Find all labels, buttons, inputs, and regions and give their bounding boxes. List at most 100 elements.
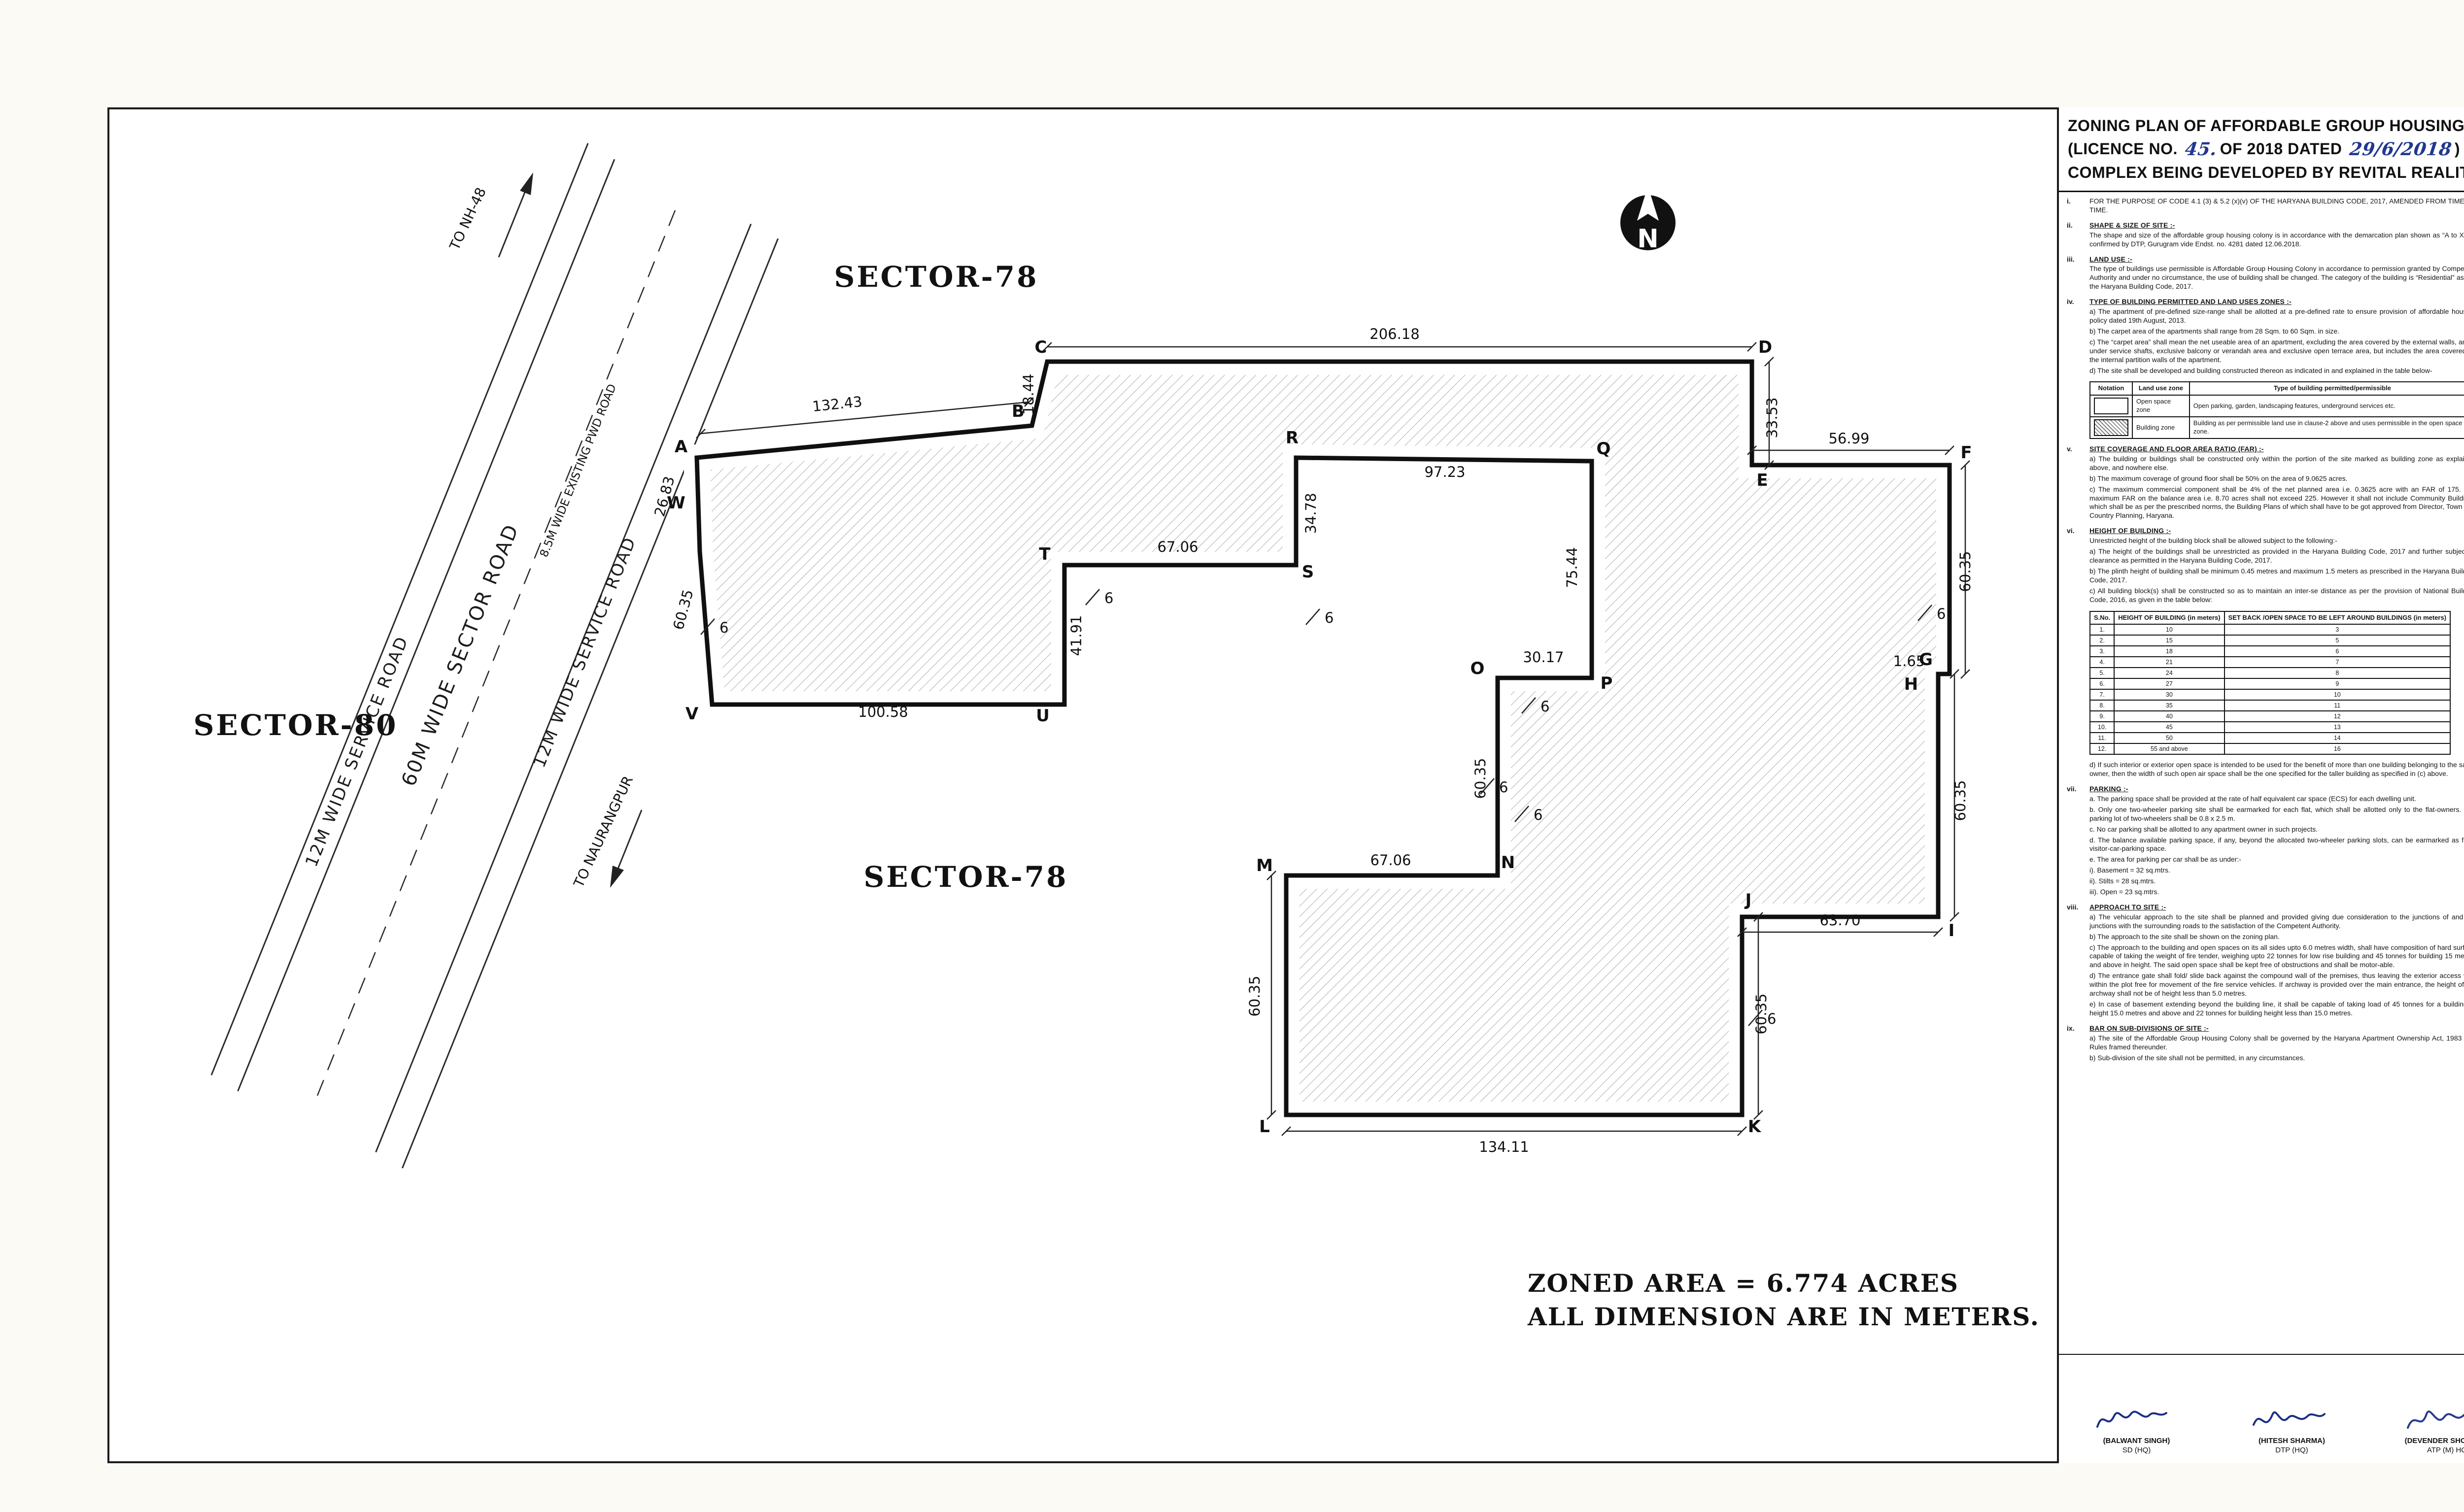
clause-number: v. bbox=[2067, 445, 2072, 453]
corner-letter: U bbox=[1036, 706, 1050, 726]
table-cell: 7 bbox=[2224, 656, 2451, 669]
dimension-label: 56.99 bbox=[1828, 430, 1869, 447]
clause-number: ii. bbox=[2067, 221, 2073, 229]
dimension-label: 60.35 bbox=[1246, 975, 1263, 1016]
dimension-tick bbox=[1753, 912, 1763, 922]
clause-text: a) The height of the buildings shall be … bbox=[2089, 547, 2464, 564]
title-handwritten-text: 29/6/2018 bbox=[2348, 138, 2453, 160]
table-cell: 30 bbox=[2114, 689, 2225, 701]
corner-letter: R bbox=[1286, 428, 1299, 448]
clause-heading: HEIGHT OF BUILDING :- bbox=[2089, 527, 2171, 535]
plan-label: 8.5M WIDE EXISTING PWD ROAD bbox=[538, 382, 619, 559]
table-cell: 5 bbox=[2224, 635, 2451, 647]
setback-tick bbox=[700, 618, 715, 635]
setback-tick bbox=[1085, 589, 1100, 605]
clause: iv.TYPE OF BUILDING PERMITTED AND LAND U… bbox=[2067, 298, 2464, 377]
corner-letter: C bbox=[1035, 337, 1047, 357]
table-cell: 1. bbox=[2089, 624, 2115, 636]
table-cell: 3 bbox=[2224, 624, 2451, 636]
table-header-cell: Notation bbox=[2089, 381, 2133, 396]
clause-text: d. The balance available parking space, … bbox=[2089, 836, 2464, 853]
clause: v. SITE COVERAGE AND FLOOR AREA RATIO (FA… bbox=[2067, 445, 2464, 522]
dimension-label: 132.43 bbox=[812, 393, 863, 415]
corner-letter: K bbox=[1748, 1117, 1762, 1137]
clause-text: b. Only one two-wheeler parking site sha… bbox=[2089, 805, 2464, 822]
title-text: OF 2018 DATED bbox=[2220, 139, 2342, 158]
dimension-tick bbox=[1747, 445, 1757, 455]
north-letter: N bbox=[1637, 224, 1659, 254]
clause-body: TYPE OF BUILDING PERMITTED AND LAND USES… bbox=[2089, 298, 2464, 377]
dimension-label: 1.65 bbox=[1893, 653, 1925, 670]
dimension-tick bbox=[1737, 927, 1747, 937]
setback-width-label: 6 bbox=[1325, 609, 1334, 626]
corner-letter: V bbox=[685, 704, 699, 724]
table-cell: 3. bbox=[2089, 645, 2115, 658]
clause-body: d) If such interior or exterior open spa… bbox=[2089, 761, 2464, 780]
clause-text: ii). Stilts = 28 sq.mtrs. bbox=[2089, 877, 2156, 885]
clause-heading: PARKING :- bbox=[2089, 784, 2128, 793]
table-cell: 12. bbox=[2089, 743, 2115, 755]
signatory-name: (DEVENDER SHOKEEN) bbox=[2404, 1437, 2464, 1445]
title-block: ZONING PLAN OF AFFORDABLE GROUP HOUSING … bbox=[2059, 107, 2464, 192]
clause: ix.BAR ON SUB-DIVISIONS OF SITE :-a) The… bbox=[2067, 1024, 2464, 1065]
notation-swatch-cell bbox=[2089, 416, 2133, 439]
dimension-label: 100.58 bbox=[858, 704, 908, 720]
signatory-designation: DTP (HQ) bbox=[2275, 1446, 2308, 1454]
dimension-label: 30.17 bbox=[1523, 649, 1564, 666]
table-header-cell: S.No. bbox=[2089, 610, 2115, 625]
dimension-label: 67.06 bbox=[1157, 538, 1198, 555]
clause-number: vi. bbox=[2067, 527, 2075, 535]
dimension-label: 34.78 bbox=[1302, 493, 1319, 534]
clause-text: b) The plinth height of building shall b… bbox=[2089, 567, 2464, 584]
clause-text: c. No car parking shall be allotted to a… bbox=[2089, 825, 2318, 833]
clause: i.FOR THE PURPOSE OF CODE 4.1 (3) & 5.2 … bbox=[2067, 197, 2464, 217]
corner-letter: N bbox=[1501, 853, 1515, 873]
dimension-label: 206.18 bbox=[1369, 326, 1419, 342]
dimension-tick bbox=[1042, 342, 1052, 352]
clause-text: i). Basement = 32 sq.mtrs. bbox=[2089, 866, 2170, 874]
dimension-label: 67.06 bbox=[1370, 852, 1411, 869]
clause: vii.PARKING :-a. The parking space shall… bbox=[2067, 785, 2464, 899]
setback-tick bbox=[1305, 608, 1320, 625]
signature-scribble bbox=[2096, 1411, 2168, 1428]
dimension-tick bbox=[1933, 927, 1943, 937]
setback-width-label: 6 bbox=[1767, 1010, 1776, 1027]
clause-text: e. The area for parking per car shall be… bbox=[2089, 855, 2241, 864]
dimension-tick bbox=[1764, 357, 1774, 367]
table-header-cell: Land use zone bbox=[2132, 381, 2190, 396]
table-cell: 10 bbox=[2224, 689, 2451, 701]
dimension-tick bbox=[1753, 1110, 1763, 1120]
setback-width-label: 6 bbox=[1937, 605, 1946, 622]
dimension-label: 60.35 bbox=[1472, 758, 1489, 799]
clause-heading: APPROACH TO SITE :- bbox=[2089, 903, 2166, 911]
table-cell: Open parking, garden, landscaping featur… bbox=[2189, 395, 2464, 418]
table-cell: 14 bbox=[2224, 732, 2451, 744]
plan-label: SECTOR-80 bbox=[194, 708, 398, 742]
signature-scribble bbox=[2253, 1411, 2326, 1426]
clause-body: SITE COVERAGE AND FLOOR AREA RATIO (FAR)… bbox=[2089, 445, 2464, 522]
setback-width-label: 6 bbox=[1534, 806, 1542, 823]
clause-text: e) In case of basement extending beyond … bbox=[2089, 1000, 2464, 1017]
clause-text: a) The building or buildings shall be co… bbox=[2089, 454, 2464, 471]
clause-number bbox=[2067, 761, 2089, 780]
clause-text: a) The apartment of pre-defined size-ran… bbox=[2089, 307, 2464, 324]
dimension-label: 33.53 bbox=[1764, 397, 1780, 438]
road-label: 12M WIDE SERVICE ROAD bbox=[302, 633, 412, 870]
table-cell: 10. bbox=[2089, 721, 2115, 734]
notation-swatch-cell bbox=[2089, 395, 2133, 418]
clause-heading: SITE COVERAGE AND FLOOR AREA RATIO (FAR)… bbox=[2089, 445, 2264, 453]
clause-text: a. The parking space shall be provided a… bbox=[2089, 794, 2416, 803]
table-cell: 15 bbox=[2114, 635, 2225, 647]
signatory-name: (HITESH SHARMA) bbox=[2258, 1437, 2325, 1445]
plan-label: TO NH-48 bbox=[446, 185, 489, 253]
